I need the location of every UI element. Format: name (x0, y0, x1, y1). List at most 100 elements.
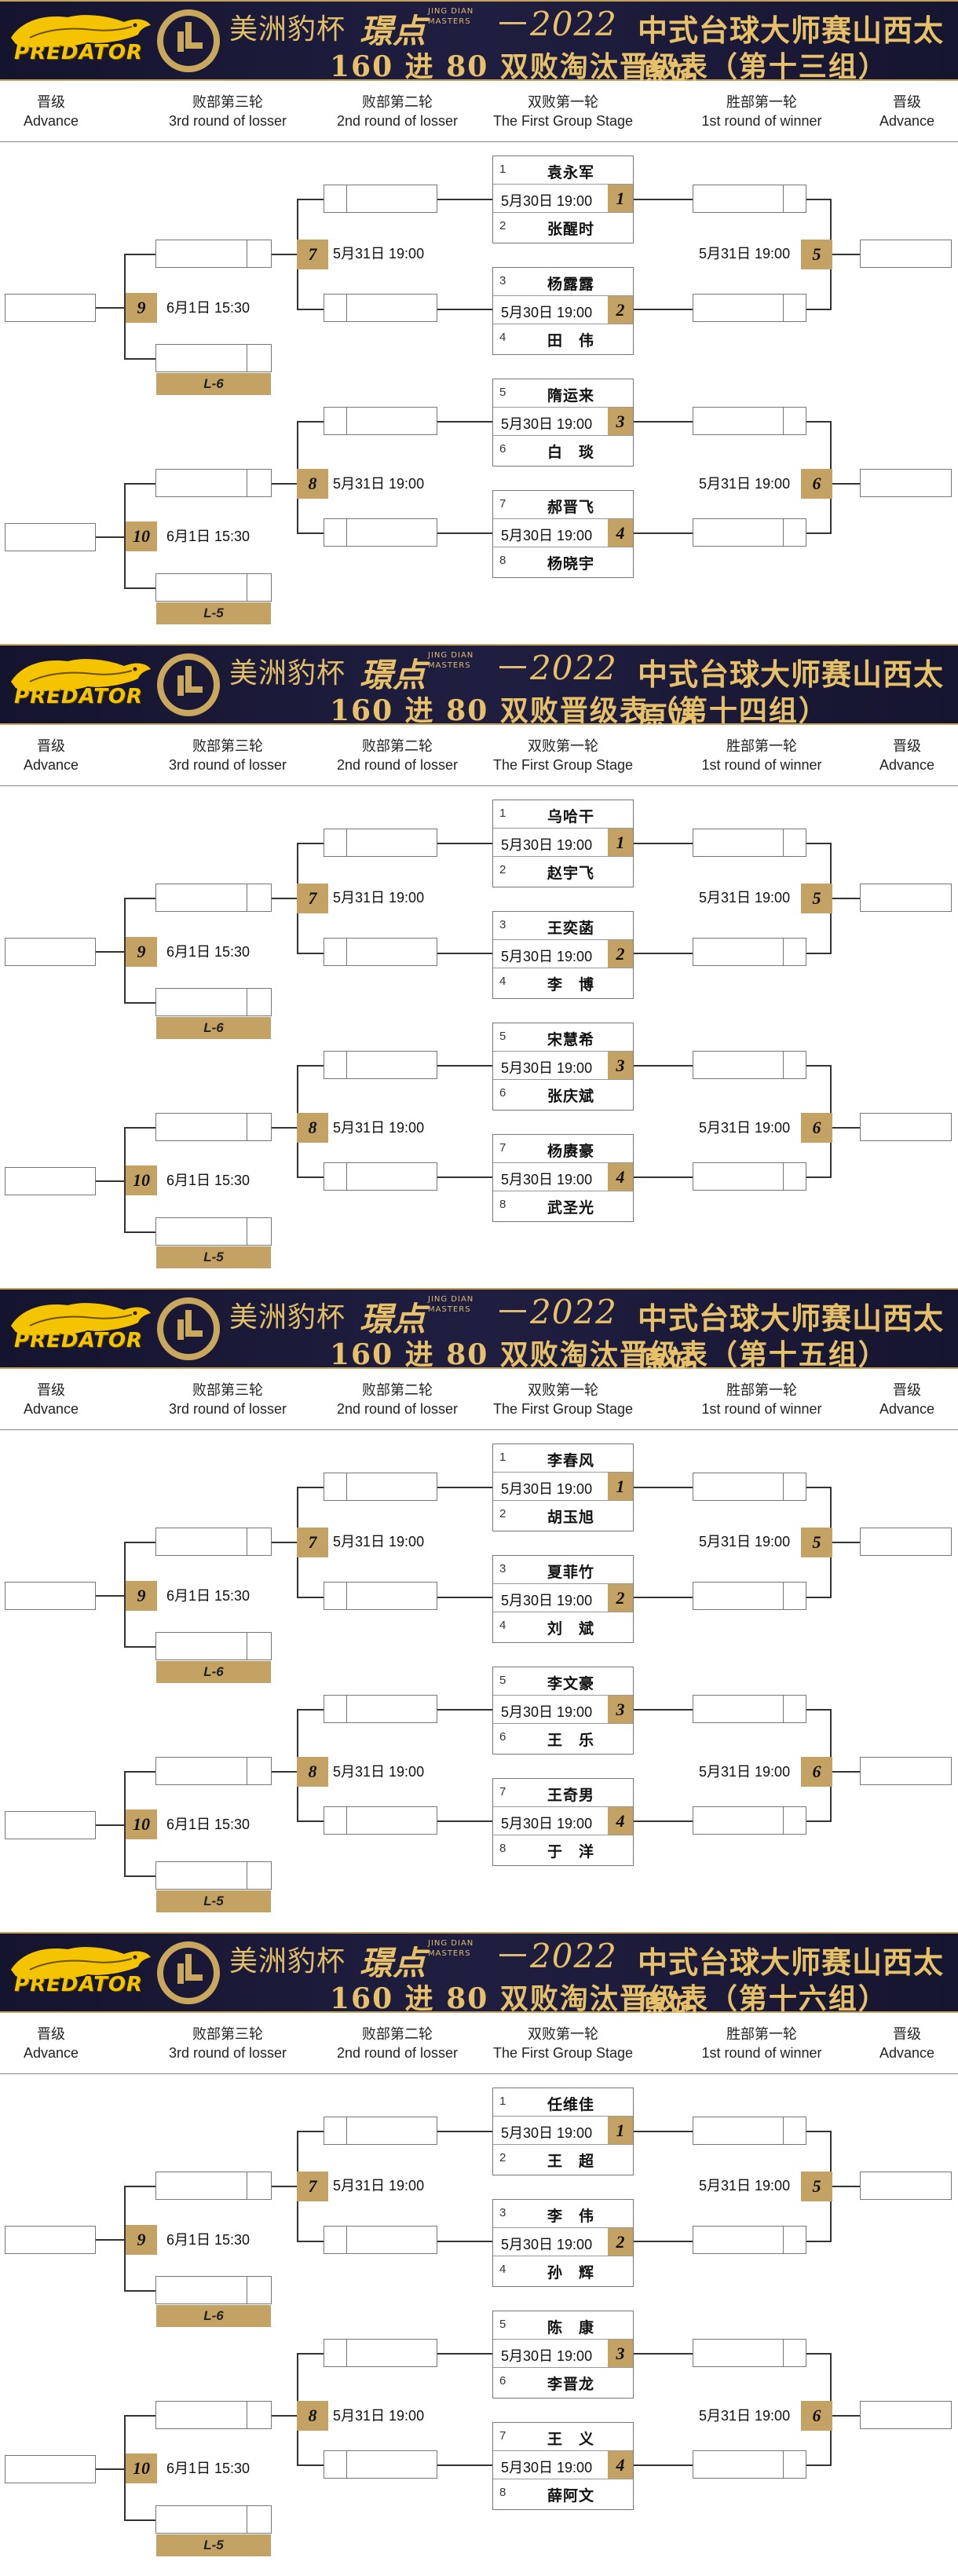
loser-r2-slot (324, 2226, 437, 2254)
winner-slot (693, 185, 806, 213)
brand-name: 美洲豹杯 (229, 1301, 346, 1334)
match-number: 8 (297, 469, 328, 499)
loser-drop-label: L-6 (156, 373, 271, 395)
loser-r2-slot (324, 2339, 437, 2367)
loser-r3-slot (155, 1528, 272, 1556)
match-number: 5 (801, 1528, 832, 1557)
player-name: 袁永军 (547, 164, 594, 181)
player-name: 白 琰 (547, 444, 594, 461)
banner-bottom-rule (0, 2011, 958, 2013)
player-name: 任维佳 (547, 2096, 594, 2113)
match-number: 10 (126, 521, 157, 551)
loser-r3-slot (155, 1861, 272, 1890)
loser-r3-time: 6月1日 15:30 (166, 1173, 250, 1188)
winner-r1-time: 5月31日 19:00 (699, 246, 791, 262)
advance-slot (5, 1811, 96, 1839)
player-name: 李 博 (547, 976, 594, 993)
match-number: 6 (801, 1113, 832, 1143)
player-name: 李文豪 (547, 1675, 594, 1692)
tournament-mark: 璟点 (360, 12, 426, 50)
player-name: 杨晓宇 (547, 555, 594, 573)
loser-drop-label: L-5 (156, 2534, 271, 2556)
loser-r2-slot (324, 407, 437, 435)
winner-r1-time: 5月31日 19:00 (699, 1534, 791, 1550)
player-name: 于 洋 (547, 1843, 594, 1861)
match-number: 7 (297, 2172, 328, 2201)
g-emblem-icon (157, 1297, 220, 1360)
loser-r3-slot (155, 2172, 272, 2200)
bracket-group-14: PREDATOR 美洲豹杯 璟点 JING DIAN MASTERS 2022 … (0, 644, 958, 1288)
player-name: 赵宇飞 (547, 865, 594, 882)
title-dash (499, 22, 526, 24)
brand-name: 美洲豹杯 (229, 1945, 346, 1978)
match-number: 2 (608, 296, 633, 324)
match-number: 7 (297, 1528, 328, 1557)
winner-slot (693, 2117, 806, 2145)
brand-name: 美洲豹杯 (229, 13, 346, 46)
winner-r1-time: 5月31日 19:00 (699, 476, 791, 492)
match-number: 8 (297, 1113, 328, 1143)
match-number: 8 (297, 2401, 328, 2431)
loser-r2-slot (324, 2117, 437, 2145)
winner-slot (693, 1162, 806, 1191)
loser-r3-slot (155, 469, 272, 497)
loser-r3-slot (155, 1757, 272, 1785)
advance-slot (5, 2226, 96, 2254)
loser-r2-slot (324, 518, 437, 547)
player-name: 杨露露 (547, 276, 594, 293)
banner-bottom-rule (0, 723, 958, 725)
winner-slot (693, 2450, 806, 2479)
loser-r2-slot (324, 1806, 437, 1835)
match-number: 3 (608, 1696, 633, 1723)
bracket-group-13: PREDATOR 美洲豹杯 璟点 JING DIAN MASTERS 2022 … (0, 0, 958, 644)
match-number: 3 (608, 2340, 633, 2367)
advance-slot (860, 469, 952, 497)
loser-r2-time: 5月31日 19:00 (333, 1120, 425, 1136)
winner-slot (693, 938, 806, 966)
loser-r3-slot (155, 1632, 272, 1660)
header-rule (0, 1429, 958, 1430)
match-number: 3 (608, 1052, 633, 1079)
loser-r3-slot (155, 1217, 272, 1246)
player-name: 刘 斌 (547, 1620, 594, 1637)
group-subtitle: 160 进 80 双败淘汰晋级表（第十三组） (330, 50, 888, 81)
match-number: 1 (608, 2117, 633, 2144)
player-name: 郝晋飞 (547, 499, 594, 516)
match-number: 5 (801, 2172, 832, 2201)
event-title: 中式台球大师赛山西太原站 (638, 657, 945, 725)
advance-slot (5, 1167, 96, 1195)
advance-slot (5, 1582, 96, 1610)
loser-r3-time: 6月1日 15:30 (166, 1588, 250, 1604)
loser-r3-slot (155, 2505, 272, 2534)
winner-slot (693, 518, 806, 547)
title-dash (499, 1954, 526, 1956)
advance-slot (860, 884, 952, 912)
loser-r3-time: 6月1日 15:30 (166, 529, 250, 544)
loser-r2-time: 5月31日 19:00 (333, 1534, 425, 1550)
banner-bottom-rule (0, 79, 958, 81)
winner-slot (693, 1051, 806, 1079)
player-name: 杨赓豪 (547, 1143, 594, 1160)
loser-r2-slot (324, 1162, 437, 1191)
loser-r2-slot (324, 1695, 437, 1723)
predator-wordmark: PREDATOR (14, 41, 143, 64)
winner-r1-time: 5月31日 19:00 (699, 2408, 791, 2424)
tournament-mark-sub: JING DIAN MASTERS (428, 651, 474, 670)
loser-r3-slot (155, 2401, 272, 2429)
predator-wordmark: PREDATOR (14, 685, 143, 708)
advance-slot (860, 1528, 952, 1556)
loser-r2-time: 5月31日 19:00 (333, 2178, 425, 2194)
match-number: 3 (608, 408, 633, 435)
group-banner: PREDATOR 美洲豹杯 璟点 JING DIAN MASTERS 2022 … (0, 0, 958, 81)
